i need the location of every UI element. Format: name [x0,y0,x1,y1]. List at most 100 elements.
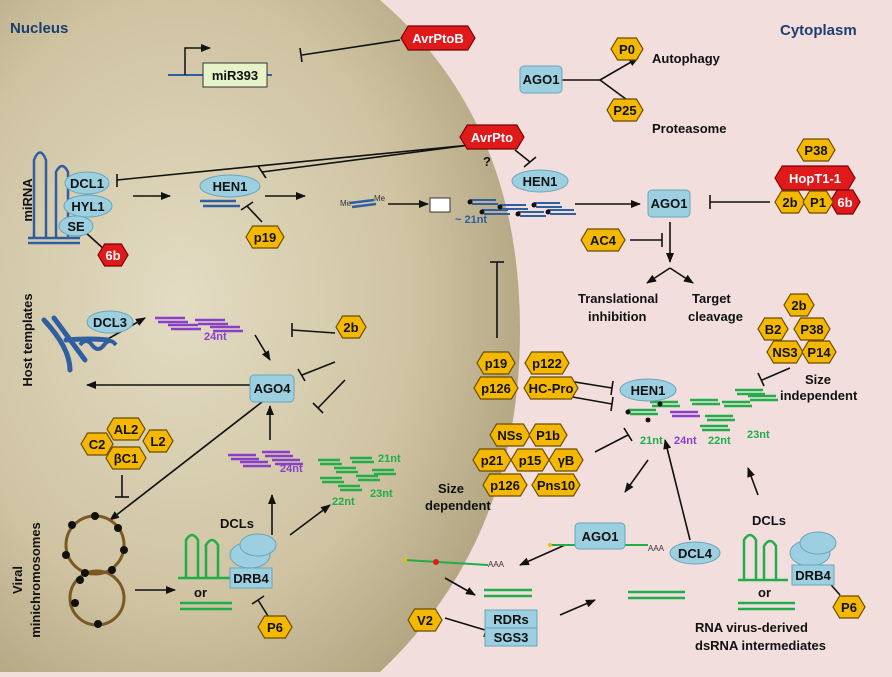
suppressor-p38-r-label: P38 [800,322,823,337]
svg-text:DCL3: DCL3 [93,315,127,330]
suppressor-p38-top: P38 [796,138,836,162]
suppressor-p38-r: P38 [793,317,831,341]
suppressor-p6-right-label: P6 [841,600,857,615]
aaa-2-label: AAA [648,544,665,553]
suppressor-c2: C2 [80,432,114,456]
me-label-1: Me [340,199,352,208]
svg-text:DCL1: DCL1 [70,176,104,191]
6b-nuc-effector-label: 6b [105,248,120,263]
hen1-low: HEN1 [619,378,677,402]
suppressor-p122: p122 [524,351,570,375]
nt23-cyt-label: 23nt [747,429,770,441]
rna-virus-label-2: dsRNA intermediates [695,638,826,653]
mir393-gene: miR393 [168,44,272,88]
nt22-cyt-label: 22nt [708,435,731,447]
side-label-viral-2: minichromosomes [28,522,43,638]
hen1-nuc: HEN1 [199,174,261,198]
host-template-chromosome [41,315,118,373]
suppressor-p1b: P1b [528,423,568,447]
translational-label: Translational [578,291,658,306]
svg-text:HEN1: HEN1 [213,179,248,194]
nt24-cyt-label: 24nt [674,435,697,447]
suppressor-p14-label: P14 [807,345,831,360]
suppressor-b2-nuc-label: 2b [343,320,358,335]
suppressor-p6-left-label: P6 [267,620,283,635]
avrptob-effector: AvrPtoB [400,25,476,51]
suppressor-p19-cyt: p19 [476,351,516,375]
drb4-left: DRB4 [229,567,273,589]
suppressor-p15-label: p15 [519,453,541,468]
suppressor-p122-label: p122 [532,356,562,371]
or-left-label: or [194,585,207,600]
svg-text:SGS3: SGS3 [494,630,529,645]
svg-text:RDRs: RDRs [493,612,528,627]
suppressor-ns3-label: NS3 [772,345,797,360]
suppressor-b2-r: 2b [783,293,815,317]
size-independent-2: independent [780,388,858,403]
suppressor-hcpro: HC-Pro [523,376,579,400]
suppressor-p1-label: P1 [810,195,826,210]
svg-text:HEN1: HEN1 [523,174,558,189]
rna-strands [155,198,778,600]
ago1-low: AGO1 [574,522,626,550]
or-right-label: or [758,585,771,600]
suppressor-b2-top-label: 2b [782,195,797,210]
svg-text:HEN1: HEN1 [631,383,666,398]
avrpto-effector-label: AvrPto [471,130,513,145]
hopt1-effector: HopT1-1 [774,165,856,191]
side-label-mirna: miRNA [20,178,35,222]
side-label-viral-1: Viral [10,566,25,594]
suppressor-hcpro-label: HC-Pro [529,381,574,396]
svg-text:AGO1: AGO1 [523,72,560,87]
nt21-top-label: ~ 21nt [455,214,487,226]
suppressor-p126-b-label: p126 [490,478,520,493]
suppressor-ac4: AC4 [580,228,626,252]
nt21-cyt-label: 21nt [640,435,663,447]
suppressor-p126-b: p126 [482,473,528,497]
suppressor-b2-nuc: 2b [335,315,367,339]
proteasome-label: Proteasome [652,121,726,136]
avrptob-effector-label: AvrPtoB [412,31,464,46]
6b-cyt-effector: 6b [829,189,861,215]
suppressor-c2-label: C2 [89,437,106,452]
svg-text:SE: SE [67,219,85,234]
suppressor-al2-label: AL2 [114,422,139,437]
suppressor-pns10: Pns10 [531,473,581,497]
hen1-cyt: HEN1 [511,169,569,193]
suppressor-ac4-label: AC4 [590,233,617,248]
me-label-2: Me [374,194,386,203]
cytoplasm-label: Cytoplasm [780,22,857,39]
ago1-top: AGO1 [519,65,563,94]
dcl1: DCL1 [64,171,110,195]
svg-text:AGO1: AGO1 [651,196,688,211]
mir393-label: miR393 [212,68,258,83]
se: SE [58,215,94,237]
suppressor-p0-label: P0 [619,42,635,57]
mirna-hairpin [28,151,80,245]
dcl3: DCL3 [86,310,134,334]
nt24-host-label: 24nt [204,331,227,343]
suppressor-p1: P1 [802,190,834,214]
size-dependent-1: Size [438,481,464,496]
suppressor-nss-label: NSs [497,428,522,443]
export-pore [429,197,451,213]
suppressor-p6-right: P6 [832,595,866,619]
target-label: Target [692,291,731,306]
dcl-complex-right [789,531,837,567]
suppressor-nss: NSs [489,423,531,447]
suppressor-p25: P25 [606,98,644,122]
svg-text:HYL1: HYL1 [71,199,104,214]
nt23-viral-label: 23nt [370,488,393,500]
viral-minichromosomes [62,512,128,628]
suppressor-b2-top: 2b [774,190,806,214]
dcl4: DCL4 [669,541,721,565]
drb4-right: DRB4 [791,564,835,586]
suppressor-v2: V2 [407,608,443,632]
svg-text:AGO4: AGO4 [254,381,292,396]
svg-text:DRB4: DRB4 [795,568,831,583]
suppressor-pns10-label: Pns10 [537,478,575,493]
hopt1-effector-label: HopT1-1 [789,171,841,186]
dsrna-hairpin-right [738,533,795,611]
